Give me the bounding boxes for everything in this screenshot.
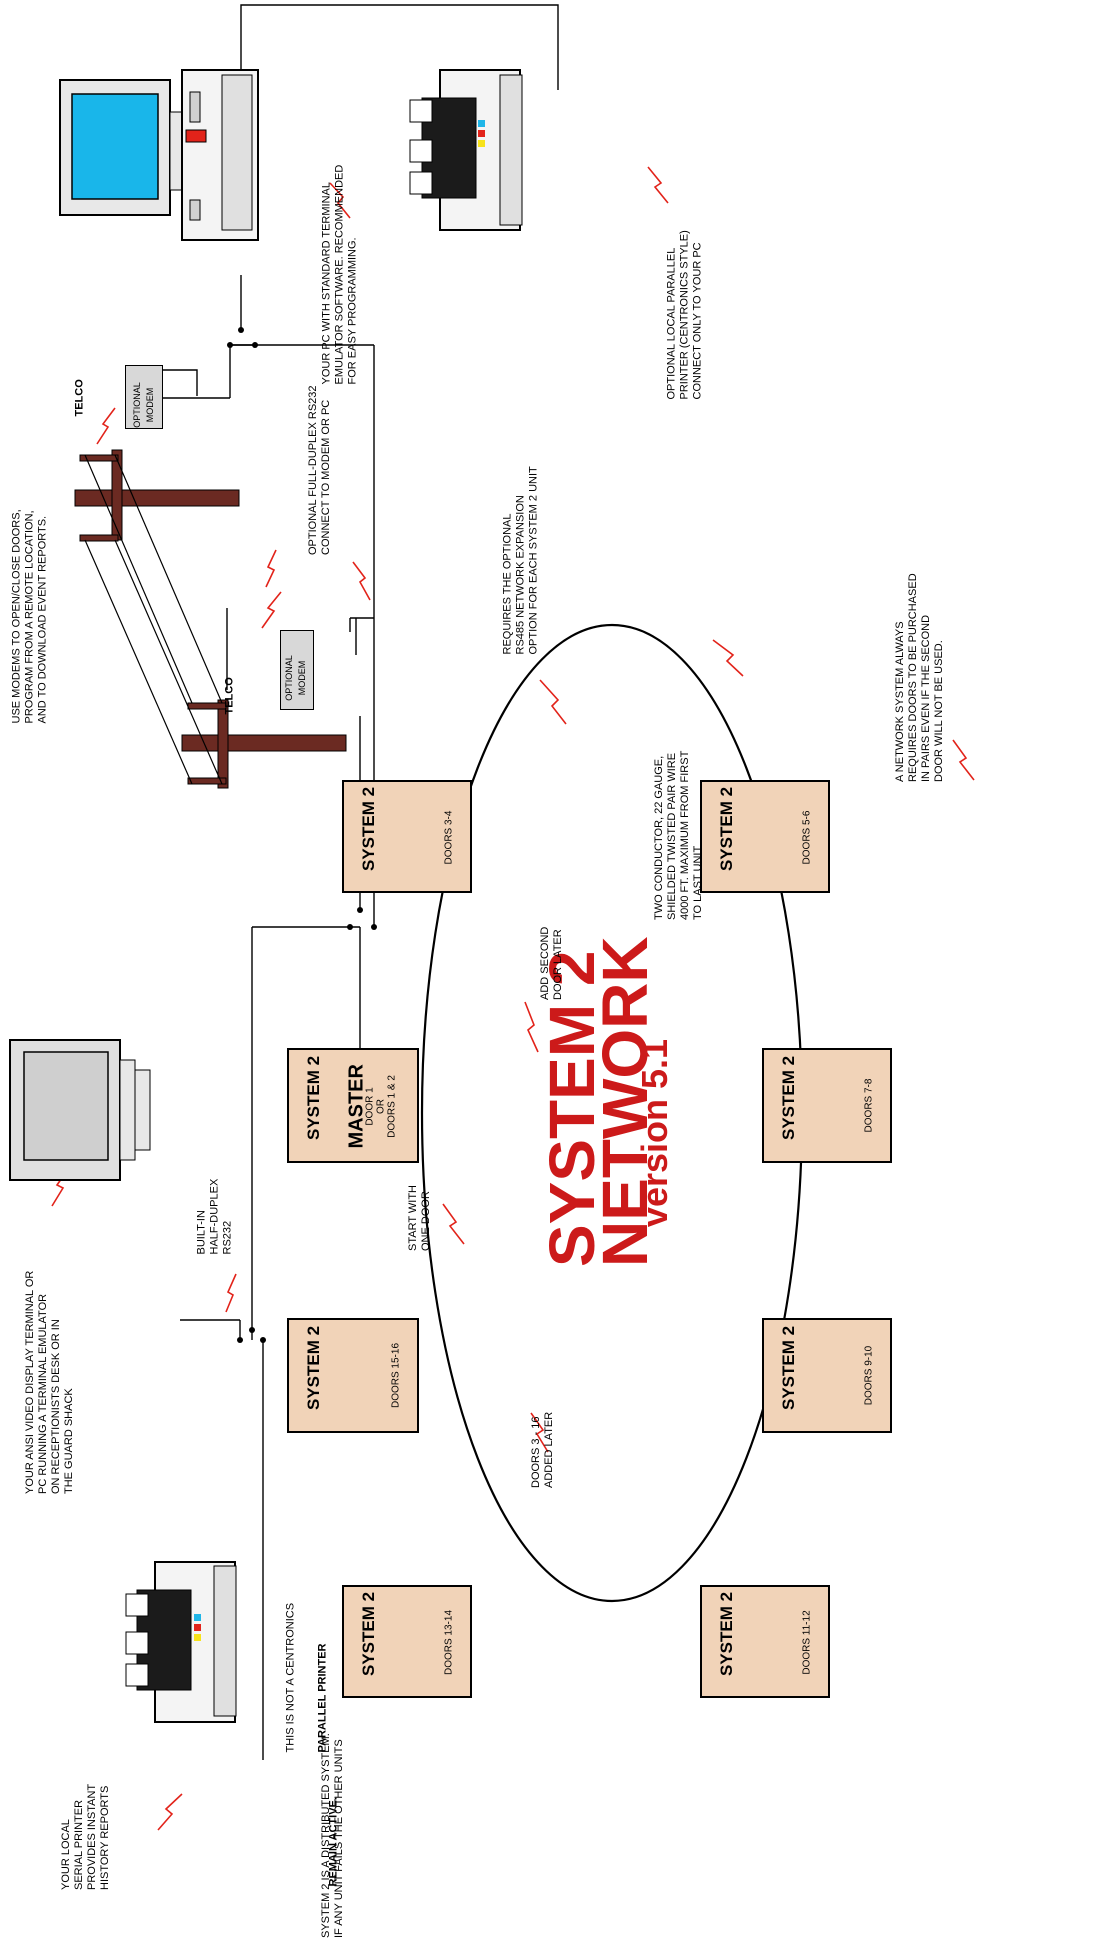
unit-doors: DOOR 1 OR DOORS 1 & 2	[364, 1075, 398, 1138]
switch-dots	[227, 327, 377, 1343]
doors-added-later-note: DOORS 3 - 16 ADDED LATER	[530, 1411, 555, 1488]
modem-label: OPTIONAL MODEM	[284, 655, 307, 701]
use-modems-note: USE MODEMS TO OPEN/CLOSE DOORS, PROGRAM …	[10, 509, 49, 724]
rs485-note: REQUIRES THE OPTIONAL RS485 NETWORK EXPA…	[501, 466, 540, 655]
printer-parallel	[409, 69, 523, 231]
printer-serial	[125, 1561, 237, 1723]
ansi-terminal	[9, 1039, 151, 1181]
unit-doors: DOORS 13-14	[443, 1609, 455, 1676]
full-duplex-note: OPTIONAL FULL-DUPLEX RS232 CONNECT TO MO…	[307, 385, 332, 555]
unit-doors: DOORS 7-8	[863, 1078, 875, 1133]
system2-unit-doors-9-10[interactable]: SYSTEM 2 DOORS 9-10	[762, 1318, 892, 1433]
telco-pole-bottom	[181, 699, 347, 789]
unit-title: SYSTEM 2	[304, 1325, 323, 1410]
wire-note: TWO CONDUCTOR, 22 GAUGE, SHIELDED TWISTE…	[653, 750, 704, 920]
unit-doors: DOORS 5-6	[801, 810, 813, 865]
serial-printer-note: YOUR LOCAL SERIAL PRINTER PROVIDES INSTA…	[60, 1783, 111, 1890]
unit-title: SYSTEM 2	[304, 1055, 323, 1140]
system2-unit-doors-11-12[interactable]: SYSTEM 2 DOORS 11-12	[700, 1585, 830, 1698]
telco-label-top: TELCO	[73, 379, 86, 417]
distributed-system-note-bold: REMAIN ACTIVE.	[327, 1797, 340, 1887]
telco-label-bottom: TELCO	[223, 677, 236, 715]
ansi-terminal-note: YOUR ANSI VIDEO DISPLAY TERMINAL OR PC R…	[24, 1270, 75, 1494]
unit-doors: DOORS 15-16	[390, 1342, 402, 1409]
modem-label: OPTIONAL MODEM	[132, 382, 155, 428]
unit-title: SYSTEM 2	[359, 786, 378, 871]
add-second-door-note: ADD SECOND DOOR LATER	[539, 926, 564, 1000]
wiring-lines	[153, 4, 559, 1760]
optional-modem-top[interactable]: OPTIONAL MODEM	[125, 365, 163, 429]
unit-doors: DOORS 3-4	[443, 810, 455, 865]
system2-unit-doors-7-8[interactable]: SYSTEM 2 DOORS 7-8	[762, 1048, 892, 1163]
optional-modem-middle[interactable]: OPTIONAL MODEM	[280, 630, 314, 710]
unit-title: SYSTEM 2	[717, 1591, 736, 1676]
telco-pole-top	[74, 449, 240, 542]
builtin-rs232-note: BUILT-IN HALF-DUPLEX RS232	[195, 1178, 234, 1255]
unit-doors: DOORS 11-12	[801, 1610, 813, 1675]
parallel-printer-note: OPTIONAL LOCAL PARALLEL PRINTER (CENTRON…	[665, 230, 704, 400]
unit-title: SYSTEM 2	[779, 1325, 798, 1410]
telco-wires	[84, 454, 223, 785]
pairs-note: A NETWORK SYSTEM ALWAYS REQUIRES DOORS T…	[894, 573, 945, 782]
unit-title: SYSTEM 2	[779, 1055, 798, 1140]
system2-unit-doors-5-6[interactable]: SYSTEM 2 DOORS 5-6	[700, 780, 830, 893]
not-centronics-note: THIS IS NOT A CENTRONICS	[284, 1602, 297, 1753]
title-line3: version 5.1	[634, 1038, 675, 1228]
system2-unit-doors-13-14[interactable]: SYSTEM 2 DOORS 13-14	[342, 1585, 472, 1698]
pc-tower-top	[181, 69, 259, 241]
unit-title: SYSTEM 2	[717, 786, 736, 871]
system2-unit-doors-3-4[interactable]: SYSTEM 2 DOORS 3-4	[342, 780, 472, 893]
start-one-door-note: START WITH ONE DOOR	[407, 1185, 432, 1251]
unit-doors: DOORS 9-10	[863, 1345, 875, 1406]
system2-unit-doors-15-16[interactable]: SYSTEM 2 DOORS 15-16	[287, 1318, 419, 1433]
pc-standard-note: YOUR PC WITH STANDARD TERMINAL EMULATOR …	[320, 164, 359, 385]
unit-title: SYSTEM 2	[359, 1591, 378, 1676]
system2-unit-master[interactable]: SYSTEM 2 MASTER DOOR 1 OR DOORS 1 & 2	[287, 1048, 419, 1163]
pc-monitor-top	[59, 79, 183, 216]
